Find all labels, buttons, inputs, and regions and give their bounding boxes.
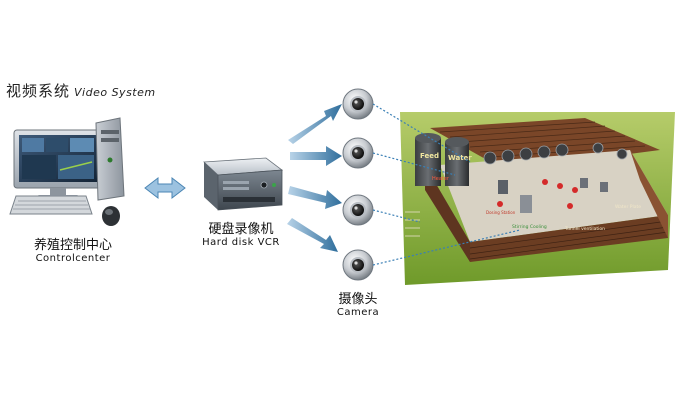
vcr-icon <box>203 157 284 211</box>
bidirectional-arrow <box>144 176 186 200</box>
vcr-label: 硬盘录像机 Hard disk VCR <box>186 218 296 248</box>
barn-illustration <box>400 112 675 285</box>
camera-3-icon <box>342 194 374 226</box>
barn-labels: Feed Water Heater Stirring Cooling Tunne… <box>420 152 641 232</box>
camera-1-icon <box>342 88 374 120</box>
camera-label-cn: 摄像头 <box>338 292 378 307</box>
arrow-to-camera-2 <box>290 146 342 166</box>
barn-label-heater: Heater <box>432 176 450 182</box>
barn-label-dosing: Dosing Station <box>486 210 516 215</box>
title-en: Video System <box>74 86 156 99</box>
title-cn: 视频系统 <box>6 82 71 100</box>
control-center-label-en: Controlcenter <box>35 253 111 264</box>
control-center-label-cn: 养殖控制中心 <box>33 238 112 253</box>
barn-label-feed: Feed <box>420 152 439 160</box>
computer-icon <box>9 117 125 226</box>
camera-coverage-lines <box>372 103 521 266</box>
arrow-to-camera-3 <box>288 186 342 209</box>
arrow-to-camera-1 <box>288 104 342 144</box>
vcr-to-camera-arrows <box>287 104 342 252</box>
camera-label-en: Camera <box>336 307 380 318</box>
camera-4-icon <box>342 249 374 281</box>
barn-label-water: Water <box>448 154 472 162</box>
arrow-to-camera-4 <box>287 218 338 252</box>
barn-label-tunnel: Tunnel ventilation <box>564 226 605 232</box>
vcr-label-cn: 硬盘录像机 <box>208 222 274 237</box>
barn-label-stirring: Stirring Cooling <box>512 224 547 230</box>
camera-label: 摄像头 Camera <box>318 288 398 318</box>
camera-2-icon <box>342 137 374 169</box>
vcr-label-en: Hard disk VCR <box>202 237 280 248</box>
control-center-label: 养殖控制中心 Controlcenter <box>18 234 128 264</box>
barn-label-water-plate: Water Plate <box>615 204 641 210</box>
